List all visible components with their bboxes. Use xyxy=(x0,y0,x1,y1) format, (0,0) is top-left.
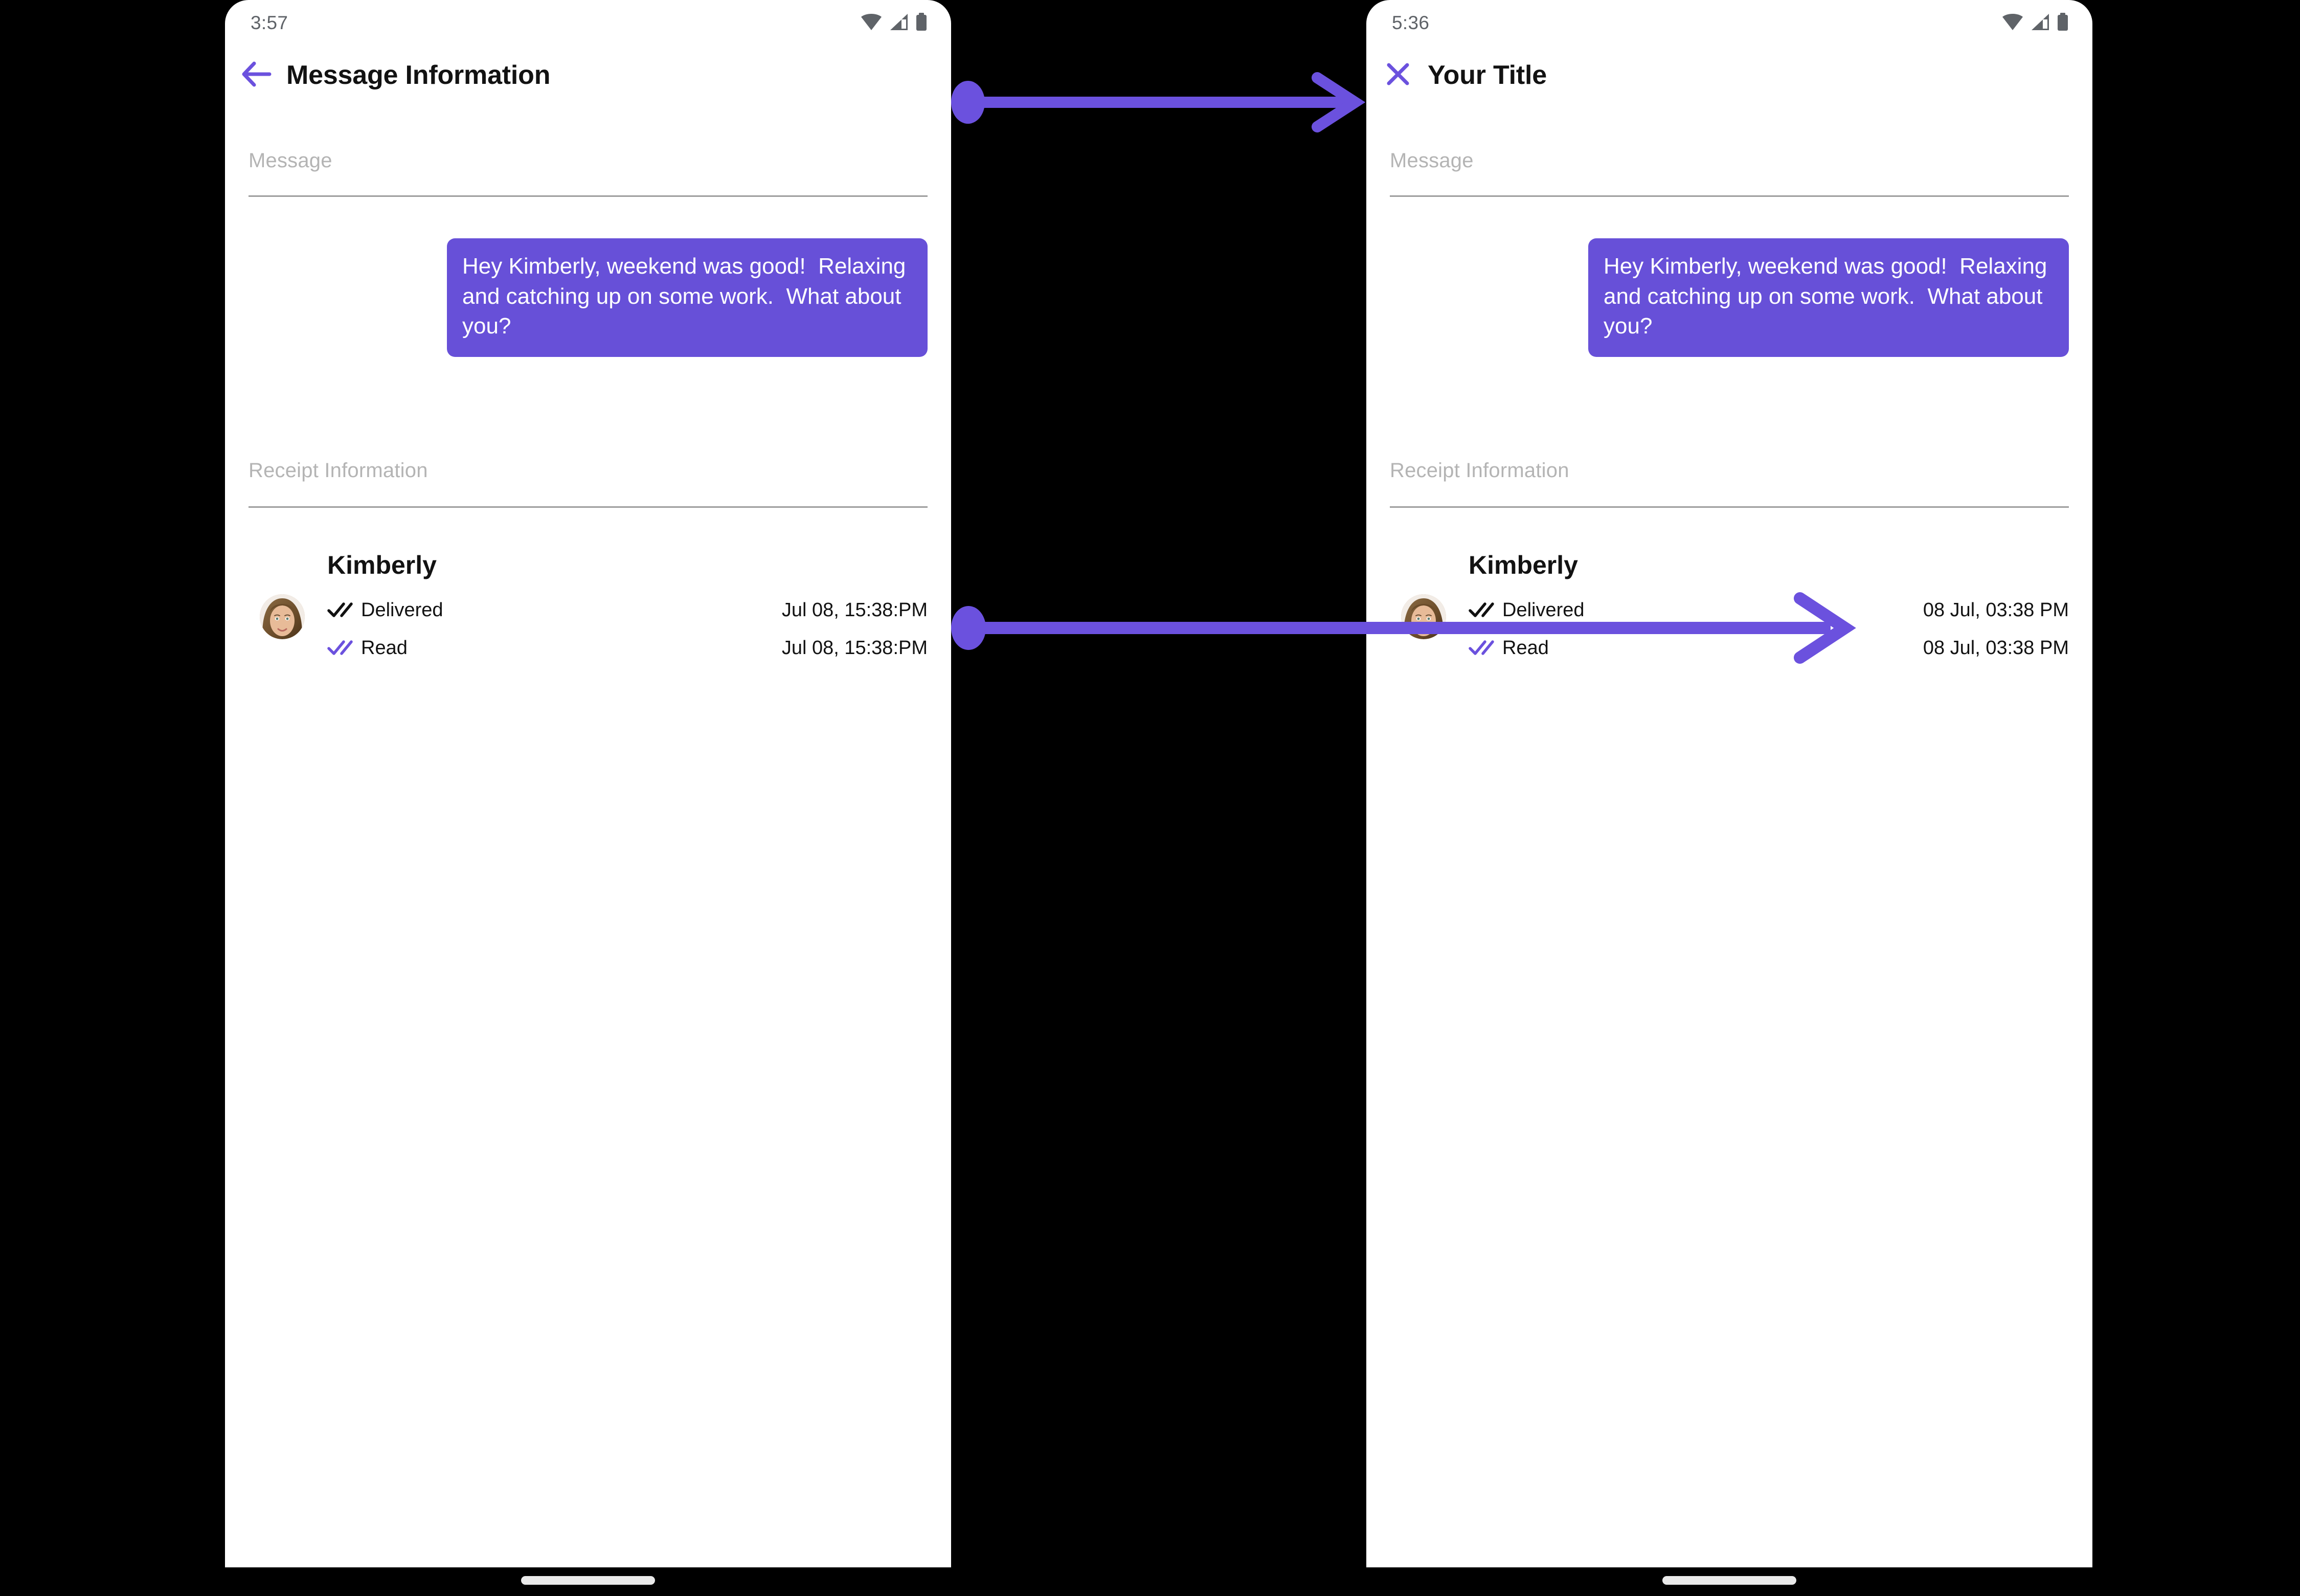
receipt-timestamp: 08 Jul, 03:38 PM xyxy=(1923,599,2069,621)
receipt-timestamp: Jul 08, 15:38:PM xyxy=(781,599,928,621)
message-bubble-row: Hey Kimberly, weekend was good! Relaxing… xyxy=(249,238,928,357)
double-check-read-icon xyxy=(327,639,361,657)
message-bubble-row: Hey Kimberly, weekend was good! Relaxing… xyxy=(1390,238,2069,357)
receipt-row-read: Read Jul 08, 15:38:PM xyxy=(327,629,928,667)
avatar xyxy=(1401,594,1446,639)
signal-icon xyxy=(889,13,909,31)
home-indicator-area-right xyxy=(1366,1567,2092,1596)
message-section-divider xyxy=(1390,195,2069,197)
double-check-delivered-icon xyxy=(327,601,361,619)
receipt-status-label: Delivered xyxy=(1502,599,1585,621)
receipt-status-label: Delivered xyxy=(361,599,443,621)
battery-icon xyxy=(915,13,928,31)
contact-name: Kimberly xyxy=(1469,551,1578,579)
message-bubble[interactable]: Hey Kimberly, weekend was good! Relaxing… xyxy=(1588,238,2069,357)
receipt-row-delivered: Delivered Jul 08, 15:38:PM xyxy=(327,591,928,629)
receipt-rows: Delivered 08 Jul, 03:38 PM Read 08 Jul, … xyxy=(1390,591,2069,667)
status-bar: 3:57 xyxy=(225,0,951,43)
double-check-read-icon xyxy=(1469,639,1502,657)
receipt-status-label: Read xyxy=(361,637,408,659)
receipt-timestamp: Jul 08, 15:38:PM xyxy=(781,637,928,659)
status-bar-time: 5:36 xyxy=(1392,12,1430,33)
phone-screen-right: 5:36 Your Title Message Hey Kimberly, we… xyxy=(1366,0,2092,1567)
page-title: Message Information xyxy=(286,60,551,90)
app-bar: Your Title xyxy=(1366,43,2092,107)
app-bar: Message Information xyxy=(225,43,951,107)
page-title: Your Title xyxy=(1428,60,1547,90)
signal-icon xyxy=(2030,13,2050,31)
home-indicator[interactable] xyxy=(1662,1576,1796,1585)
home-indicator-area-left xyxy=(225,1567,951,1596)
annotation-arrow-top xyxy=(951,72,1366,132)
receipt-status-label: Read xyxy=(1502,637,1549,659)
phone-screen-left: 3:57 Message Information Message Hey Kim… xyxy=(225,0,951,1567)
wifi-icon xyxy=(860,13,883,31)
status-bar-icons xyxy=(2001,12,2069,31)
home-indicator[interactable] xyxy=(521,1576,655,1585)
receipt-section-divider xyxy=(249,506,928,508)
receipt-row-read: Read 08 Jul, 03:38 PM xyxy=(1469,629,2069,667)
receipt-row-delivered: Delivered 08 Jul, 03:38 PM xyxy=(1469,591,2069,629)
receipt-block: Kimberly xyxy=(1390,552,2069,667)
message-section-label: Message xyxy=(1390,149,1474,172)
receipt-section-label: Receipt Information xyxy=(1390,459,1569,482)
receipt-section-divider xyxy=(1390,506,2069,508)
message-bubble-text: Hey Kimberly, weekend was good! Relaxing… xyxy=(1604,254,2054,339)
message-section-label: Message xyxy=(249,149,332,172)
contact-name: Kimberly xyxy=(327,551,437,579)
back-button[interactable] xyxy=(232,51,281,100)
receipt-block: Kimberly xyxy=(249,552,928,667)
receipt-timestamp: 08 Jul, 03:38 PM xyxy=(1923,637,2069,659)
receipt-rows: Delivered Jul 08, 15:38:PM Read Jul 08, … xyxy=(249,591,928,667)
message-bubble-text: Hey Kimberly, weekend was good! Relaxing… xyxy=(462,254,912,339)
close-x-icon xyxy=(1384,60,1412,91)
message-section-divider xyxy=(249,195,928,197)
back-arrow-icon xyxy=(240,59,274,92)
status-bar-icons xyxy=(860,12,928,31)
receipt-section-label: Receipt Information xyxy=(249,459,428,482)
double-check-delivered-icon xyxy=(1469,601,1502,619)
wifi-icon xyxy=(2001,13,2024,31)
close-button[interactable] xyxy=(1373,51,1423,100)
message-bubble[interactable]: Hey Kimberly, weekend was good! Relaxing… xyxy=(447,238,928,357)
status-bar: 5:36 xyxy=(1366,0,2092,43)
status-bar-time: 3:57 xyxy=(251,12,288,33)
avatar xyxy=(260,594,305,639)
battery-icon xyxy=(2057,13,2069,31)
